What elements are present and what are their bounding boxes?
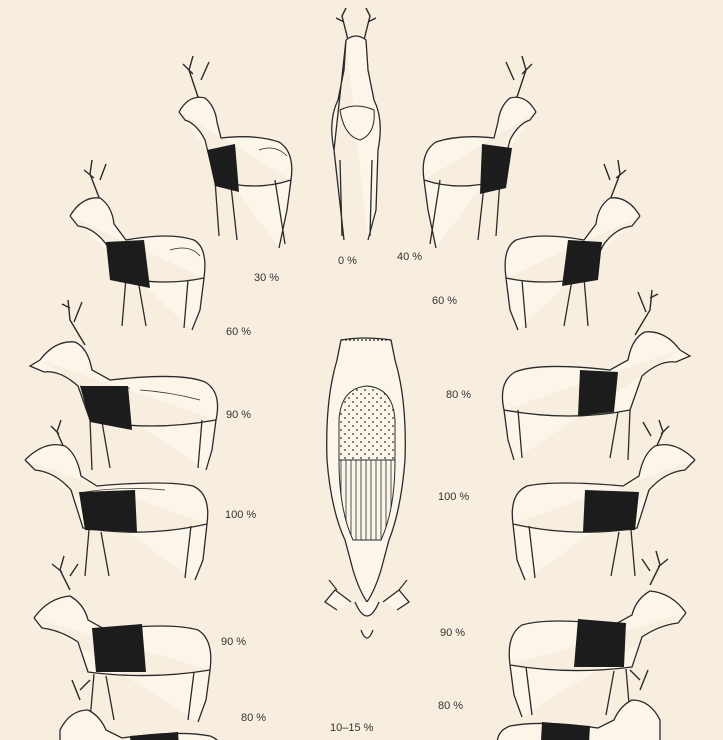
- deer-right-90: [509, 551, 686, 717]
- deer-right-60: [505, 160, 640, 330]
- label-left-90-a: 90 %: [226, 409, 251, 421]
- deer-right-100: [512, 420, 695, 580]
- deer-left-60: [70, 160, 205, 330]
- deer-right-40: [423, 56, 536, 248]
- label-0: 0 %: [338, 255, 357, 267]
- label-left-80: 80 %: [241, 712, 266, 724]
- deer-top-view: [325, 338, 409, 638]
- label-right-100: 100 %: [438, 491, 469, 503]
- label-right-60: 60 %: [432, 295, 457, 307]
- deer-left-90-b: [34, 556, 211, 722]
- label-left-90-b: 90 %: [221, 636, 246, 648]
- label-30: 30 %: [254, 272, 279, 284]
- deer-rear: [332, 8, 381, 240]
- label-right-80-b: 80 %: [438, 700, 463, 712]
- deer-left-30: [179, 56, 292, 248]
- label-right-90: 90 %: [440, 627, 465, 639]
- label-left-60: 60 %: [226, 326, 251, 338]
- label-40: 40 %: [397, 251, 422, 263]
- label-top-view: 10–15 %: [330, 722, 373, 734]
- label-left-100: 100 %: [225, 509, 256, 521]
- label-right-80-a: 80 %: [446, 389, 471, 401]
